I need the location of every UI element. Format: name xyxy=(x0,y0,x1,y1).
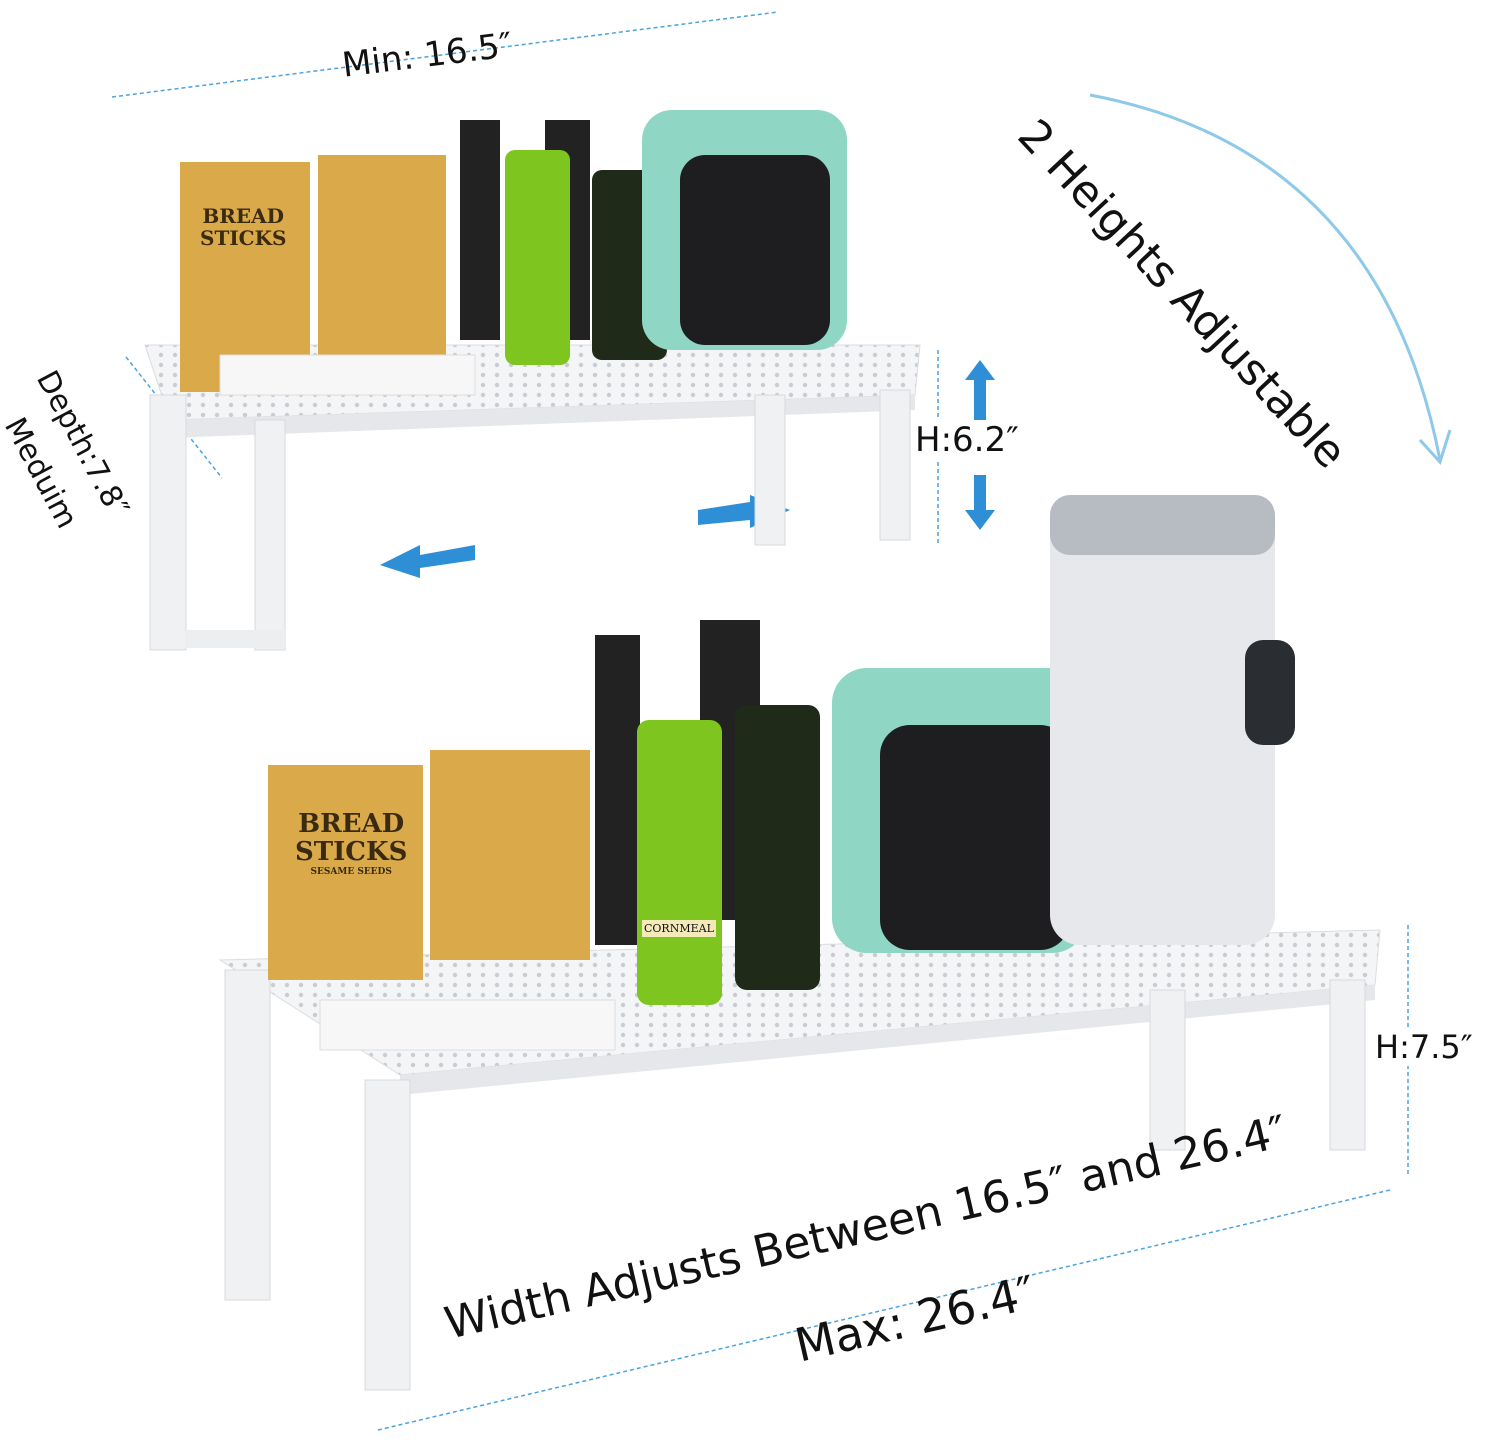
bag-label: BREAD STICKS xyxy=(200,205,286,249)
height-low-label: H:6.2″ xyxy=(915,420,1019,460)
curved-arrow-icon xyxy=(1089,93,1442,461)
bag-title: BREAD xyxy=(202,204,285,228)
height-high-label: H:7.5″ xyxy=(1375,1028,1473,1066)
max-width-dimension-line xyxy=(377,1189,1391,1431)
bag-title: STICKS xyxy=(295,837,408,867)
bag-subtitle: SESAME SEEDS xyxy=(310,867,392,877)
top-shelf xyxy=(144,110,921,651)
bottom-shelf xyxy=(218,495,1381,1391)
bag-title: STICKS xyxy=(200,226,287,250)
bottle-label: CORNMEAL xyxy=(642,920,716,937)
bag-title: BREAD xyxy=(298,809,405,839)
bag-label: BREAD STICKS SESAME SEEDS xyxy=(295,810,407,878)
